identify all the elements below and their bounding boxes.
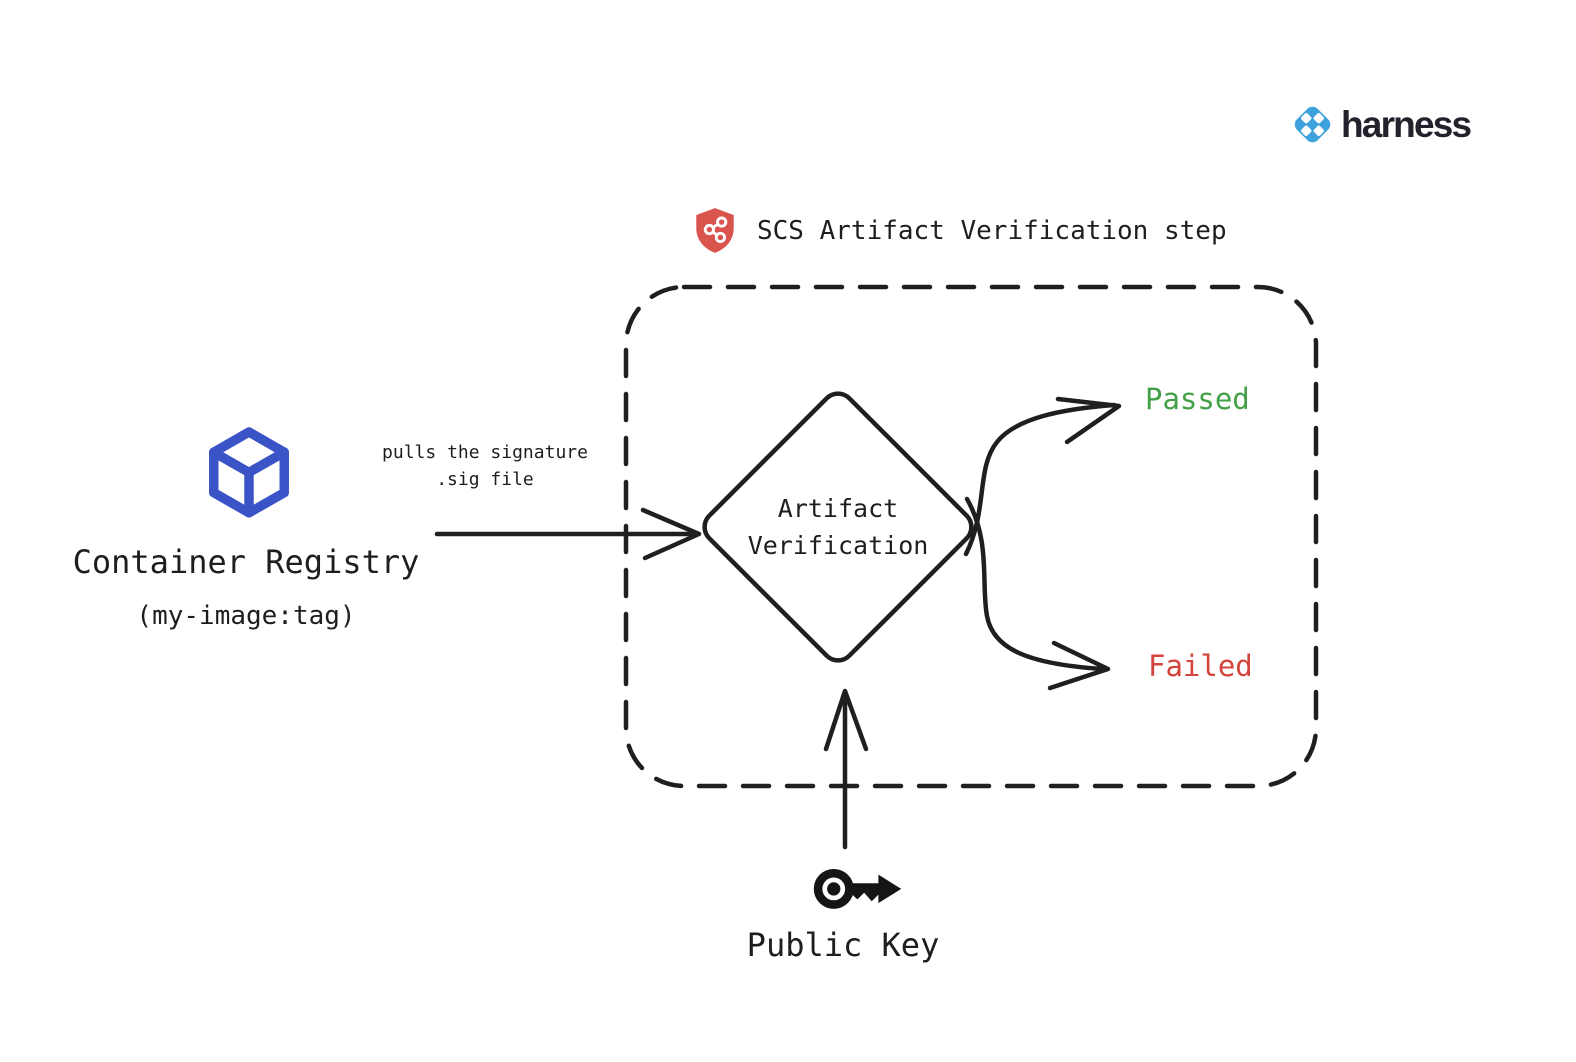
arrow-verification-to-passed xyxy=(963,396,1122,557)
arrow-publickey-to-verification xyxy=(823,688,869,850)
arrow-registry-to-verification xyxy=(434,507,702,561)
public-key-node xyxy=(810,858,905,916)
arrow-verification-to-failed xyxy=(964,496,1111,691)
decision-diamond xyxy=(702,391,974,663)
container-registry-node xyxy=(206,426,292,524)
shield-network-icon xyxy=(696,208,734,253)
harness-logo-icon xyxy=(1294,106,1331,143)
cube-icon xyxy=(209,427,289,518)
edge-label-pulls-signature: pulls the signature .sig file xyxy=(382,442,588,490)
verification-step-boundary xyxy=(623,284,1319,789)
container-registry-tag: (my-image:tag) xyxy=(136,601,356,631)
public-key-label: Public Key xyxy=(746,926,940,964)
step-header: SCS Artifact Verification step xyxy=(690,205,1227,257)
harness-logo: harness xyxy=(1289,101,1472,148)
passed-outcome-label: Passed xyxy=(1145,382,1250,416)
artifact-verification-label: Artifact Verification xyxy=(747,494,929,560)
container-registry-label: Container Registry xyxy=(72,543,420,581)
step-title: SCS Artifact Verification step xyxy=(757,216,1227,246)
harness-logo-text: harness xyxy=(1341,103,1472,145)
failed-outcome-label: Failed xyxy=(1148,649,1253,683)
key-icon xyxy=(813,868,902,909)
